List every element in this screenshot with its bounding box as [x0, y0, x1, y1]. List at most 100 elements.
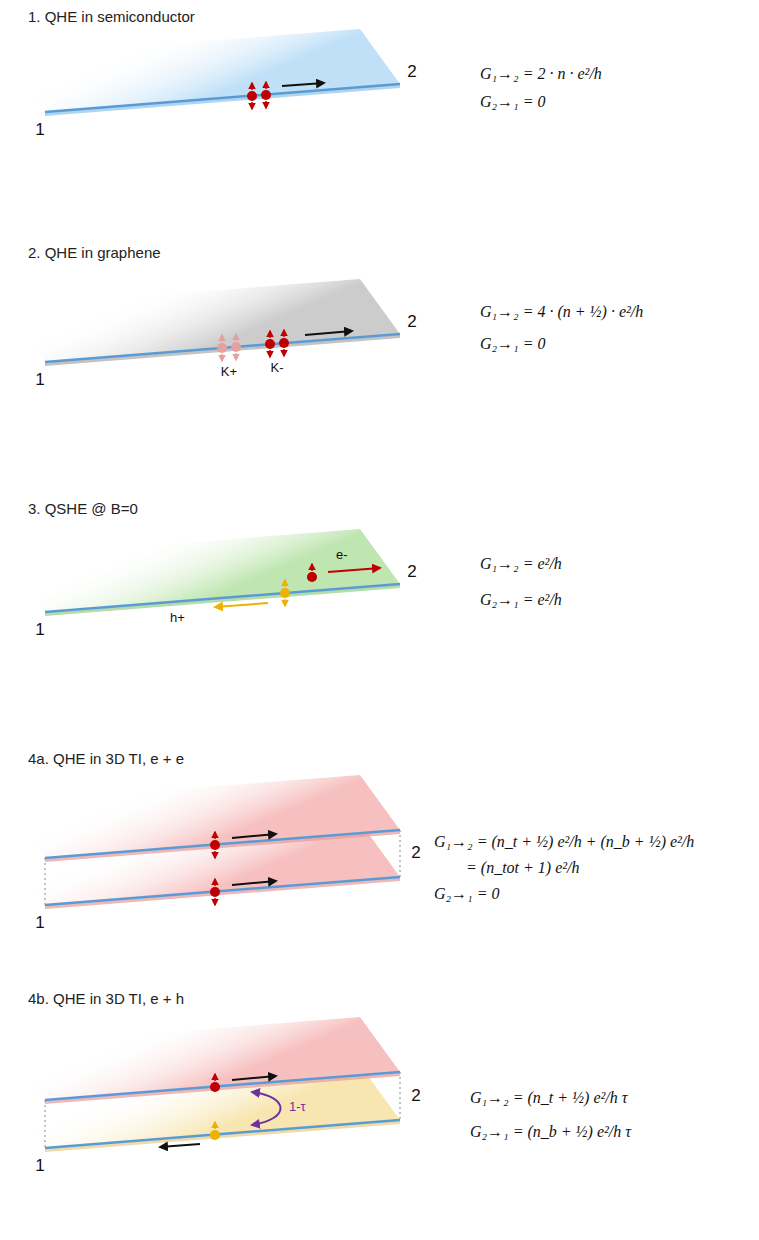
spin-arrow — [214, 832, 216, 839]
conductance-equation: G₁→₂ = (n_t + ½) e²/h τ — [470, 1088, 627, 1107]
spin-arrow — [265, 101, 267, 108]
terminal-label: 1 — [35, 620, 44, 640]
spin-arrow — [251, 102, 253, 109]
section-title: 1. QHE in semiconductor — [28, 8, 195, 26]
electron-dot — [307, 572, 317, 582]
motion-arrow — [232, 1076, 276, 1080]
slab-side — [45, 334, 400, 366]
electron-dot — [217, 343, 227, 353]
terminal-label: 1 — [35, 370, 44, 390]
qsh-slab — [5, 529, 400, 616]
spin-arrow — [214, 1074, 216, 1081]
electron-dot — [261, 90, 271, 100]
motion-arrow — [305, 331, 352, 335]
terminal-label: 2 — [407, 562, 416, 582]
electron-dot — [247, 91, 257, 101]
spin-arrow — [269, 331, 271, 338]
spin-arrow — [221, 354, 223, 361]
electron-dot — [210, 840, 220, 850]
spin-arrow — [269, 350, 271, 357]
section-title: 3. QSHE @ B=0 — [28, 500, 138, 518]
spin-arrow — [235, 334, 237, 341]
spin-arrow — [265, 82, 267, 89]
slab-side — [45, 830, 400, 862]
spin-arrow — [214, 1122, 216, 1129]
edge-channel — [45, 584, 400, 612]
motion-arrow — [232, 834, 276, 838]
top-surface-slab — [5, 775, 400, 862]
section-title: 4b. QHE in 3D TI, e + h — [28, 990, 184, 1008]
conductance-equation: G₂→₁ = (n_b + ½) e²/h τ — [470, 1122, 631, 1141]
terminal-label: 1 — [35, 913, 44, 933]
slab-side — [45, 584, 400, 616]
spin-arrow — [235, 353, 237, 360]
hole-dot — [280, 588, 290, 598]
electron-dot — [210, 1082, 220, 1092]
conductance-equation: G₂→₁ = 0 — [480, 92, 545, 111]
semiconductor-slab — [5, 29, 400, 116]
carrier-label: h+ — [170, 610, 185, 626]
slab-side — [45, 84, 400, 116]
carrier-label: e- — [336, 547, 348, 563]
motion-arrow — [282, 83, 324, 86]
motion-arrow — [232, 881, 276, 885]
spin-arrow — [251, 83, 253, 90]
edge-channel — [45, 830, 400, 858]
edge-channel — [45, 84, 400, 112]
edge-channel — [45, 877, 400, 905]
conductance-equation: = (n_tot + 1) e²/h — [466, 858, 579, 877]
terminal-label: 2 — [411, 843, 420, 863]
transmission-label: 1-τ — [289, 1099, 306, 1115]
terminal-label: 1 — [35, 1156, 44, 1176]
terminal-label: 2 — [407, 312, 416, 332]
motion-arrow — [328, 568, 380, 572]
guide-line — [400, 1072, 401, 1120]
top-surface-slab — [5, 1017, 400, 1104]
spin-arrow — [214, 851, 216, 858]
slab-face — [5, 529, 400, 612]
conductance-equation: G₁→₂ = e²/h — [480, 554, 562, 573]
guide-line — [400, 830, 401, 877]
terminal-label: 2 — [407, 62, 416, 82]
conductance-equation: G₂→₁ = 0 — [434, 884, 499, 903]
terminal-label: 1 — [35, 120, 44, 140]
slab-face — [5, 279, 400, 362]
slab-side — [45, 1072, 400, 1104]
electron-dot — [210, 887, 220, 897]
graphene-slab — [5, 279, 400, 366]
conductance-equation: G₁→₂ = (n_t + ½) e²/h + (n_b + ½) e²/h — [434, 832, 694, 851]
guide-line — [45, 1100, 46, 1148]
electron-dot — [279, 338, 289, 348]
valley-label: K- — [271, 360, 284, 376]
motion-arrow — [160, 1144, 200, 1147]
motion-arrow — [215, 603, 268, 607]
edge-channel — [45, 334, 400, 362]
spin-arrow — [311, 564, 313, 571]
edge-channel — [45, 1072, 400, 1100]
slab-side — [45, 1120, 400, 1152]
spin-arrow — [214, 879, 216, 886]
terminal-label: 2 — [411, 1086, 420, 1106]
slab-face — [5, 775, 400, 858]
spin-arrow — [221, 335, 223, 342]
scattering-arrow — [252, 1092, 281, 1125]
electron-dot — [265, 339, 275, 349]
hole-dot — [210, 1130, 220, 1140]
electron-dot — [231, 342, 241, 352]
conductance-equation: G₂→₁ = 0 — [480, 334, 545, 353]
conductance-equation: G₁→₂ = 2 · n · e²/h — [480, 64, 602, 83]
spin-arrow — [283, 330, 285, 337]
spin-arrow — [284, 599, 286, 606]
valley-label: K+ — [221, 364, 237, 380]
edge-channel — [45, 1120, 400, 1148]
conductance-equation: G₂→₁ = e²/h — [480, 590, 562, 609]
spin-arrow — [283, 349, 285, 356]
section-title: 4a. QHE in 3D TI, e + e — [28, 750, 184, 768]
conductance-equation: G₁→₂ = 4 · (n + ½) · e²/h — [480, 302, 643, 321]
spin-arrow — [214, 898, 216, 905]
slab-side — [45, 877, 400, 909]
slab-face — [5, 29, 400, 112]
spin-arrow — [284, 580, 286, 587]
